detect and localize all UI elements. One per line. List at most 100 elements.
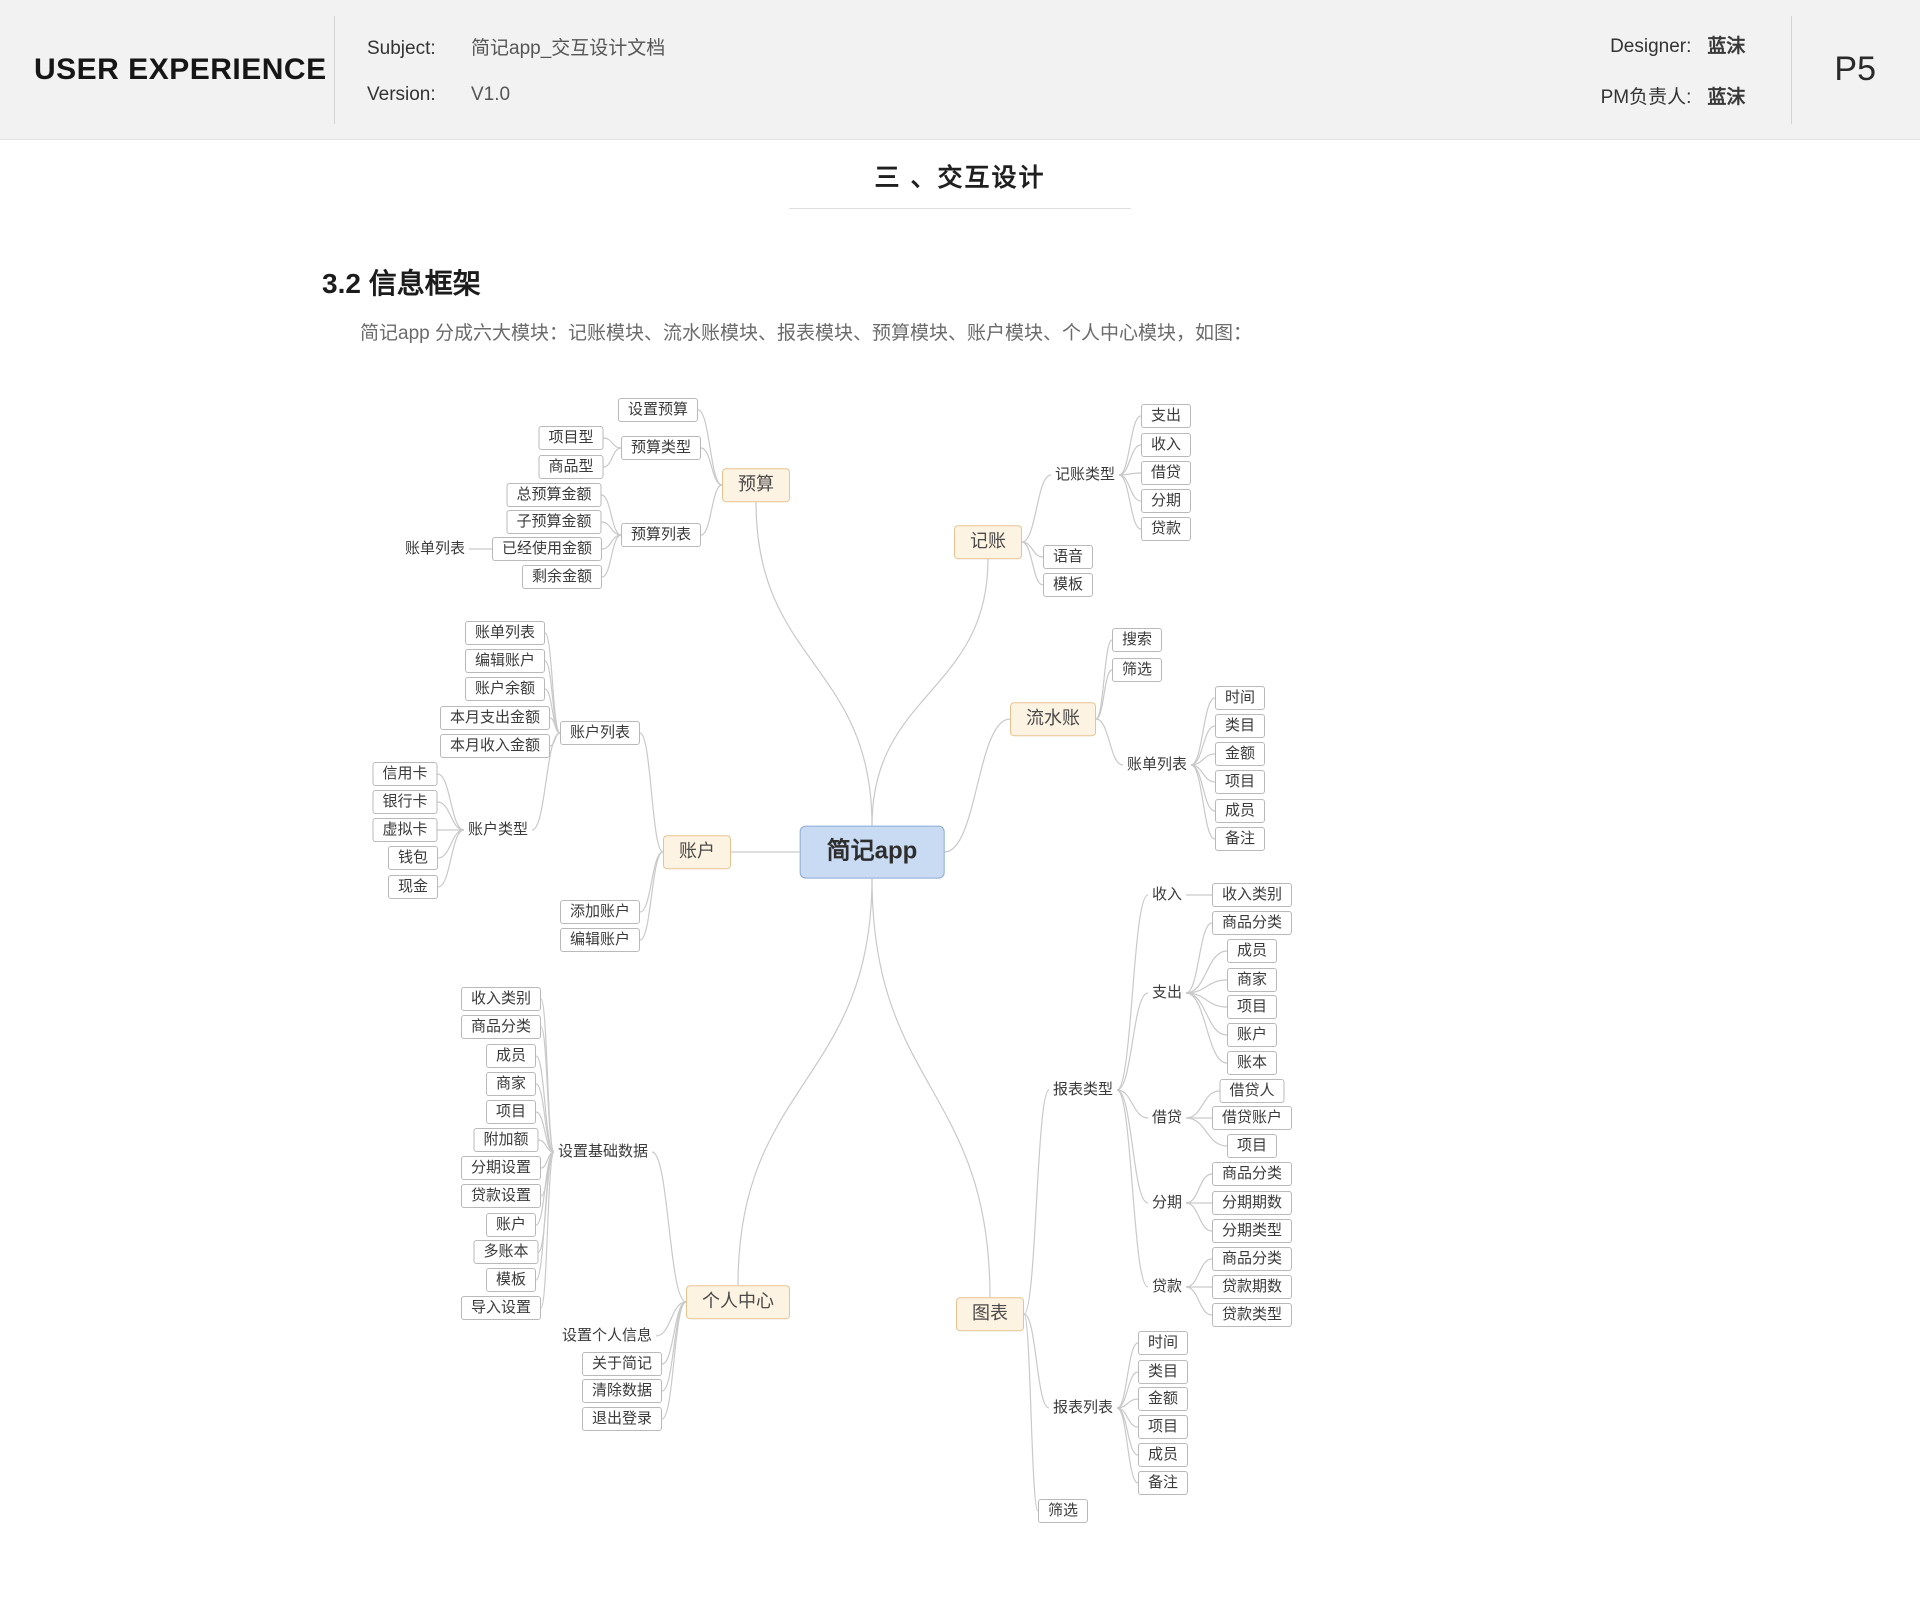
mindmap-node-rt-expense: 支出 (1151, 984, 1183, 1001)
mindmap-node-remaining-amount: 剩余金额 (521, 565, 603, 589)
mindmap-node-rpl-category: 类目 (1137, 1360, 1189, 1384)
mindmap-node-bk-credit: 贷款 (1140, 517, 1192, 541)
mindmap-node-bd-member: 成员 (485, 1044, 537, 1068)
mindmap-node-rl-project: 项目 (1226, 1134, 1278, 1158)
header-divider-right (1791, 15, 1793, 124)
section-title-wrap: 三 、交互设计 (0, 158, 1920, 209)
mindmap-node-al-edit-account: 编辑账户 (464, 649, 546, 673)
mindmap-node-ledger-bill-list: 账单列表 (1126, 756, 1188, 773)
mindmap-node-re-product-category: 商品分类 (1211, 911, 1293, 935)
mindmap-node-clear-data: 清除数据 (581, 1379, 663, 1403)
mindmap-node-al-month-expense: 本月支出金额 (439, 706, 551, 730)
mindmap-node-rt-installment: 分期 (1151, 1194, 1183, 1211)
mindmap-node-bk-income: 收入 (1140, 433, 1192, 457)
mindmap-node-account-list: 账户列表 (559, 721, 641, 745)
mindmap-node-rt-income: 收入 (1151, 886, 1183, 903)
mindmap-node-bd-surcharge: 附加额 (473, 1128, 539, 1152)
mindmap-node-rt-credit: 贷款 (1151, 1278, 1183, 1295)
mindmap-node-ledger-search: 搜索 (1111, 628, 1163, 652)
mindmap-node-total-budget-amount: 总预算金额 (506, 483, 602, 507)
mindmap-node-lb-note: 备注 (1214, 827, 1266, 851)
version-label: Version: (367, 84, 436, 105)
mindmap-node-ledger-filter: 筛选 (1111, 658, 1163, 682)
mindmap-node-rpl-time: 时间 (1137, 1331, 1189, 1355)
mindmap-node-lb-member: 成员 (1214, 799, 1266, 823)
mindmap-node-report-type: 报表类型 (1052, 1081, 1114, 1098)
mindmap-node-al-balance: 账户余额 (464, 677, 546, 701)
brand-title: USER EXPERIENCE (34, 52, 327, 86)
mindmap-node-account: 账户 (663, 835, 731, 869)
subject-value: 简记app_交互设计文档 (471, 38, 666, 59)
mindmap-node-set-budget: 设置预算 (617, 398, 699, 422)
designer-value: 蓝沫 (1707, 35, 1746, 57)
mindmap-node-chart-filter: 筛选 (1037, 1499, 1089, 1523)
mindmap-node-ri-periods: 分期期数 (1211, 1191, 1293, 1215)
mindmap-node-re-merchant: 商家 (1226, 968, 1278, 992)
mindmap-node-at-credit-card: 信用卡 (372, 762, 438, 786)
mindmap-node-rpl-amount: 金额 (1137, 1387, 1189, 1411)
mindmap-node-at-bank-card: 银行卡 (372, 790, 438, 814)
mindmap-node-at-cash: 现金 (387, 875, 439, 899)
mindmap-node-used-amount: 已经使用金额 (491, 537, 603, 561)
mindmap-node-rpl-note: 备注 (1137, 1471, 1189, 1495)
mindmap-node-re-book: 账本 (1226, 1051, 1278, 1075)
subject-row: Subject: 简记app_交互设计文档 (367, 33, 665, 60)
mindmap-node-voice-entry: 语音 (1042, 545, 1094, 569)
mindmap-node-re-project: 项目 (1226, 995, 1278, 1019)
mindmap-node-budget-type: 预算类型 (620, 436, 702, 460)
mindmap-node-template-entry: 模板 (1042, 573, 1094, 597)
mindmap-node-bd-loan: 贷款设置 (460, 1184, 542, 1208)
mindmap-node-sub-budget-amount: 子预算金额 (506, 510, 602, 534)
mindmap-node-bk-expense: 支出 (1140, 404, 1192, 428)
mindmap-node-budget-type-project: 项目型 (538, 426, 604, 450)
mindmap-node-rl-borrower: 借贷人 (1219, 1079, 1285, 1103)
document-meta: Subject: 简记app_交互设计文档 Version: V1.0 (367, 33, 665, 106)
mindmap-node-logout: 退出登录 (581, 1407, 663, 1431)
mindmap-node-budget-bill-list: 账单列表 (404, 540, 466, 557)
mindmap-node-rc-periods: 贷款期数 (1211, 1275, 1293, 1299)
mindmap-node-rc-type: 贷款类型 (1211, 1303, 1293, 1327)
version-row: Version: V1.0 (367, 84, 665, 106)
mindmap-node-add-account: 添加账户 (559, 900, 641, 924)
pm-value: 蓝沫 (1707, 86, 1746, 108)
pm-label: PM负责人: (1600, 86, 1692, 108)
mindmap-node-rpl-project: 项目 (1137, 1415, 1189, 1439)
mindmap-node-bk-loan: 借贷 (1140, 461, 1192, 485)
mindmap-node-bd-product-category: 商品分类 (460, 1015, 542, 1039)
intro-paragraph: 简记app 分成六大模块：记账模块、流水账模块、报表模块、预算模块、账户模块、个… (360, 323, 1252, 344)
mindmap-node-bookkeeping-type: 记账类型 (1054, 466, 1116, 483)
mindmap-node-rt-income-category: 收入类别 (1211, 883, 1293, 907)
mindmap-node-re-member: 成员 (1226, 939, 1278, 963)
document-header: USER EXPERIENCE Subject: 简记app_交互设计文档 Ve… (0, 0, 1920, 140)
mindmap-node-rc-product-category: 商品分类 (1211, 1247, 1293, 1271)
mindmap-node-at-wallet: 钱包 (387, 846, 439, 870)
mindmap-node-ledger: 流水账 (1010, 702, 1096, 736)
mindmap-node-bd-merchant: 商家 (485, 1072, 537, 1096)
section-title: 三 、交互设计 (788, 158, 1132, 209)
mindmap-node-rt-loan: 借贷 (1151, 1109, 1183, 1126)
mindmap-node-bd-template: 模板 (485, 1268, 537, 1292)
mindmap-node-edit-account: 编辑账户 (559, 928, 641, 952)
mindmap-node-budget: 预算 (722, 468, 790, 502)
mindmap-node-lb-category: 类目 (1214, 714, 1266, 738)
mindmap-node-chart: 图表 (956, 1297, 1024, 1331)
version-value: V1.0 (471, 84, 511, 105)
mindmap-node-bookkeeping: 记账 (954, 525, 1022, 559)
page-number: P5 (1834, 50, 1876, 88)
mindmap-node-budget-type-product: 商品型 (538, 455, 604, 479)
mindmap-node-al-month-income: 本月收入金额 (439, 734, 551, 758)
mindmap-node-bd-multibook: 多账本 (473, 1240, 539, 1264)
designer-row: Designer: 蓝沫 (1573, 31, 1745, 58)
mindmap-node-bd-installment: 分期设置 (460, 1156, 542, 1180)
mindmap-node-personal: 个人中心 (686, 1285, 790, 1319)
subject-label: Subject: (367, 38, 436, 59)
pm-row: PM负责人: 蓝沫 (1573, 82, 1746, 109)
mindmap-node-budget-list: 预算列表 (620, 523, 702, 547)
mindmap-node-report-list: 报表列表 (1052, 1399, 1114, 1416)
mindmap-node-al-bill-list: 账单列表 (464, 621, 546, 645)
mindmap-node-re-account: 账户 (1226, 1023, 1278, 1047)
mindmap-node-account-type: 账户类型 (467, 821, 529, 838)
mindmap-node-bd-income-category: 收入类别 (460, 987, 542, 1011)
document-people: Designer: 蓝沫 PM负责人: 蓝沫 (1573, 31, 1746, 109)
